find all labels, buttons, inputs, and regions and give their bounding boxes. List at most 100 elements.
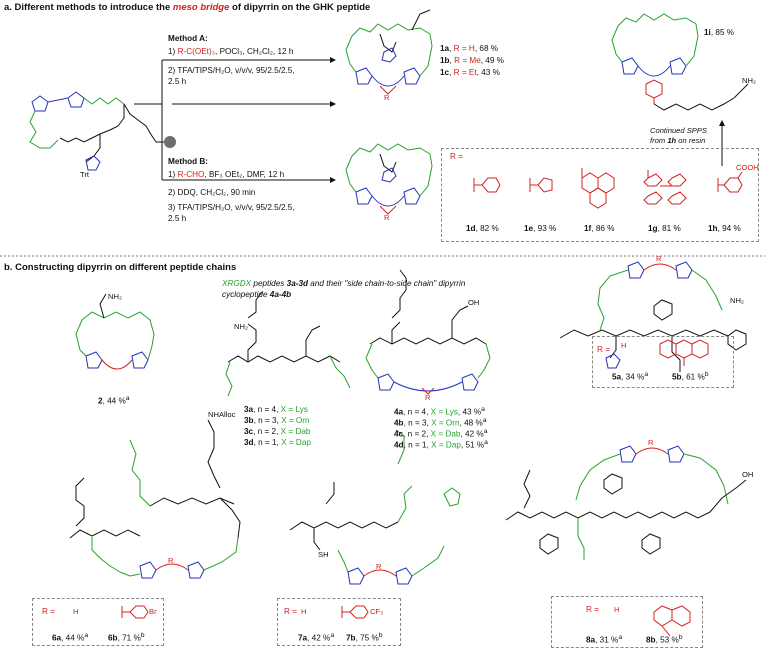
- trt-label: Trt: [80, 170, 89, 179]
- oh-label-8: OH: [742, 470, 754, 479]
- carboxyphenyl-icon: [717, 171, 743, 193]
- compound-2-label: 2, 44 %a: [98, 395, 130, 406]
- continued-spps-line1: Continued SPPS: [650, 126, 707, 135]
- pyrrole-ring-2: [67, 91, 85, 108]
- cyclopeptide-4d-label: 4d, n = 1, X = Dap, 51 %a: [394, 439, 488, 450]
- peptide-3b-label: 3b, n = 3, X = Orn: [244, 416, 310, 425]
- method-a-step1: 1) R-C(OEt)₃, POCl₃, CH₂Cl₂, 12 h: [168, 47, 294, 56]
- r-box-label: R =: [450, 152, 463, 161]
- compound-7-r-label: R =: [284, 607, 297, 616]
- sh-label: SH: [318, 550, 329, 559]
- meso-bridge-highlight: meso bridge: [172, 2, 230, 13]
- compound-5a-label: 5a, 34 %a: [612, 371, 649, 382]
- cyclopeptide-4-structure: [365, 269, 491, 395]
- trifluoromethylphenyl-icon: [341, 605, 369, 619]
- method-a-label: Method A:: [168, 34, 208, 43]
- br-label: Br: [149, 607, 157, 616]
- method-b-step3-line2: 2.5 h: [168, 214, 187, 223]
- nh2-label-5: NH₂: [730, 296, 744, 305]
- pyrrole-ring-1: [31, 95, 49, 112]
- compound-5-box: [592, 336, 734, 388]
- r-group-icons-b: [121, 339, 709, 619]
- product-1a-structure: [345, 9, 433, 95]
- product-1i-label: 1i, 85 %: [704, 28, 735, 37]
- pyrenyl-icon: [581, 168, 615, 209]
- peptide-3c-label: 3c, n = 2, X = Dab: [244, 427, 311, 436]
- r-item-1d: 1d, 82 %: [466, 224, 499, 233]
- peptide-3d-label: 3d, n = 1, X = Dap: [244, 438, 311, 447]
- product-method-b-structure: [345, 143, 433, 215]
- product-1a-label: 1a, R = H, 68 %: [440, 44, 499, 53]
- alloc-label: NHAlloc: [208, 410, 236, 419]
- section-a-title: a. Different methods to introduce the me…: [4, 2, 371, 13]
- xrgdx-caption-line1: XRGDX peptides 3a-3d and their "side cha…: [222, 279, 466, 288]
- oh-label-4: OH: [468, 298, 480, 307]
- method-b-step3-line1: 3) TFA/TIPS/H₂O, v/v/v, 95/2.5/2.5,: [168, 203, 295, 212]
- compound-5b-label: 5b, 61 %b: [672, 371, 709, 382]
- nh2-label-2: NH₂: [108, 292, 122, 301]
- xrgdx-caption-line2: cyclopeptide 4a-4b: [222, 290, 292, 299]
- h-label-8a: H: [614, 605, 620, 614]
- r-group-box: [441, 148, 759, 242]
- r-item-1h: 1h, 94 %: [708, 224, 741, 233]
- compound-8b-label: 8b, 53 %b: [646, 634, 683, 645]
- compound-7b-label: 7b, 75 %b: [346, 632, 383, 643]
- r-label-8: R: [648, 438, 654, 447]
- compound-8-box: [551, 596, 703, 648]
- cyclopeptide-4c-label: 4c, n = 2, X = Dab, 42 %a: [394, 428, 488, 439]
- resin-bead-icon: [164, 136, 176, 148]
- r-item-1f: 1f, 86 %: [584, 224, 615, 233]
- r-item-1e: 1e, 93 %: [524, 224, 557, 233]
- imidazolyl-icon: [529, 177, 553, 193]
- phenyl-icon: [473, 177, 501, 193]
- compound-7-box: [277, 598, 401, 646]
- r-label-1b: R: [384, 213, 390, 222]
- product-1b-label: 1b, R = Me, 49 %: [440, 56, 504, 65]
- compound-2-structure: [75, 293, 155, 370]
- r-item-1g: 1g, 81 %: [648, 224, 681, 233]
- compound-6-r-label: R =: [42, 607, 55, 616]
- product-1c-label: 1c, R = Et, 43 %: [440, 68, 500, 77]
- compound-6-box: [32, 598, 164, 646]
- method-a-step2-line2: 2.5 h: [168, 77, 187, 86]
- r-label-7: R: [376, 562, 382, 571]
- r-label-1a: R: [384, 93, 390, 102]
- method-b-step2: 2) DDQ, CH₂Cl₂, 90 min: [168, 188, 256, 197]
- resin-peptide-structure: [29, 91, 176, 171]
- h-label-7a: H: [301, 607, 307, 616]
- nh2-label-1i: NH₂: [742, 76, 756, 85]
- product-1i-structure: [611, 13, 749, 111]
- carbazolyl-icon: [653, 605, 691, 637]
- r-label-6: R: [168, 556, 174, 565]
- r-label-5: R: [656, 254, 662, 263]
- compound-6b-label: 6b, 71 %b: [108, 632, 145, 643]
- r-group-icons: [473, 168, 743, 209]
- cooh-label: COOH: [736, 163, 759, 172]
- h-label-6a: H: [73, 607, 79, 616]
- nh2-label-3: NH₂: [234, 322, 248, 331]
- cyclopeptide-4b-label: 4b, n = 3, X = Orn, 48 %a: [394, 417, 487, 428]
- compound-6-structure: [69, 419, 241, 579]
- compound-7-structure: [289, 429, 461, 585]
- anthracenyl-icon: [659, 339, 709, 366]
- compound-6a-label: 6a, 44 %a: [52, 632, 89, 643]
- compound-8-structure: [505, 445, 747, 560]
- continued-spps-line2: from 1h on resin: [650, 136, 706, 145]
- r-label-4: R: [425, 393, 431, 402]
- compound-5-r-label: R =: [597, 345, 610, 354]
- h-label-5a: H: [621, 341, 627, 350]
- method-b-step1: 1) R-CHO, BF₃ OEt₂, DMF, 12 h: [168, 170, 285, 179]
- method-b-label: Method B:: [168, 157, 209, 166]
- section-b-title: b. Constructing dipyrrin on different pe…: [4, 262, 237, 273]
- tetraphenylethylene-icon: [643, 170, 687, 205]
- peptide-3a-label: 3a, n = 4, X = Lys: [244, 405, 308, 414]
- cf3-label: CF₃: [370, 607, 384, 616]
- cyclopeptide-4a-label: 4a, n = 4, X = Lys, 43 %a: [394, 406, 485, 417]
- compound-8a-label: 8a, 31 %a: [586, 634, 623, 645]
- compound-7a-label: 7a, 42 %a: [298, 632, 335, 643]
- bromophenyl-icon: [121, 605, 149, 619]
- peptide-3-structure: [225, 291, 351, 397]
- method-a-step2-line1: 2) TFA/TIPS/H₂O, v/v/v, 95/2.5/2.5,: [168, 66, 295, 75]
- compound-8-r-label: R =: [586, 605, 599, 614]
